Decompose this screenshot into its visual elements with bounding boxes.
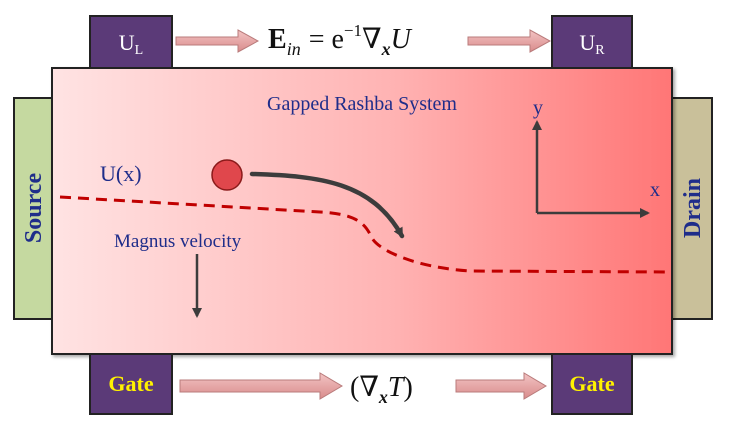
source-label: Source [21, 173, 47, 244]
y-axis-label: y [533, 97, 543, 119]
drain-label: Drain [680, 178, 706, 238]
gate-left-label: Gate [108, 371, 153, 396]
gradient-arrow-left [179, 372, 343, 400]
trajectory-arrow [249, 171, 405, 239]
x-axis-label: x [650, 179, 660, 201]
drain-contact [671, 97, 713, 320]
gate-right-label: Gate [569, 371, 614, 396]
gradient-arrow-right [455, 372, 547, 400]
ur-contact [551, 15, 633, 69]
field-equation: Ein= e−1∇xU [268, 21, 413, 59]
gate-right-contact [551, 353, 633, 415]
ul-contact [89, 15, 173, 69]
region-title: Gapped Rashba System [267, 93, 457, 115]
magnus-label: Magnus velocity [114, 231, 242, 252]
potential-curve [59, 195, 669, 274]
potential-label: U(x) [100, 161, 142, 186]
ur-label: UR [579, 30, 605, 58]
field-arrow-right [467, 29, 552, 53]
ul-label: UL [119, 30, 143, 58]
gate-left-contact [89, 353, 173, 415]
gradient-equation: (∇xT) [350, 372, 413, 407]
particle [211, 159, 243, 191]
source-contact [13, 97, 53, 320]
rashba-region [51, 67, 673, 355]
field-arrow-left [175, 29, 260, 53]
